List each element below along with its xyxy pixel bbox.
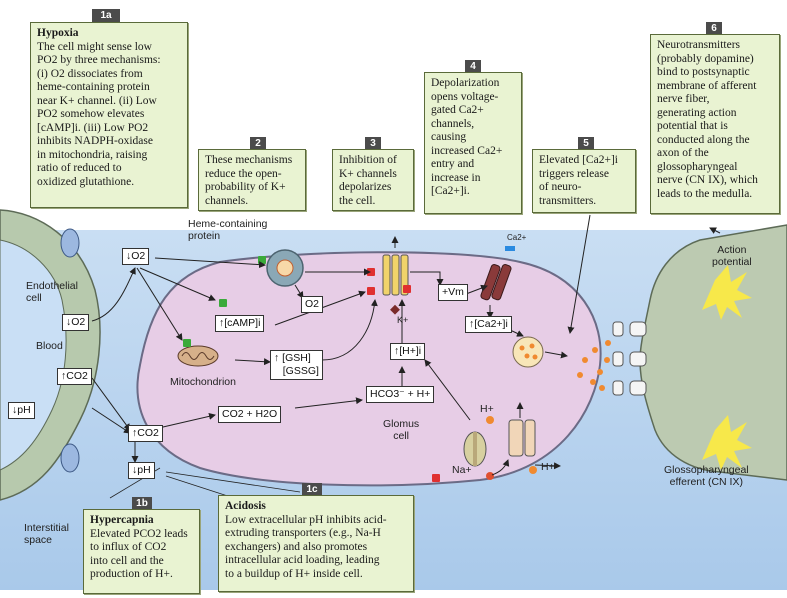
step-6-box: Neurotransmitters (probably dopamine) bi… [650, 34, 780, 214]
na-h-exchanger [463, 431, 487, 467]
o2-decrease-chip-top: ↓O2 [122, 248, 150, 265]
step-1a-tag: 1a [92, 9, 120, 22]
na-ion-label: Na+ [452, 464, 472, 476]
hypercapnia-title: Hypercapnia [90, 514, 154, 526]
step-3-text: Inhibition of K+ channels depolarizes th… [339, 154, 397, 207]
step-2-tag: 2 [250, 137, 266, 150]
proton-right [529, 466, 537, 474]
co2-increase-chip-blood: ↑CO2 [57, 368, 92, 385]
step-4-tag: 4 [465, 60, 481, 73]
h-ion-top-label: H+ [480, 403, 494, 415]
o2-decrease-chip-blood: ↓O2 [62, 314, 90, 331]
heme-protein-label: Heme-containing protein [188, 218, 268, 242]
step-4-box: Depolarization opens voltage- gated Ca2+… [424, 72, 522, 214]
endothelial-nucleus-bottom [60, 443, 80, 473]
step-3-box: Inhibition of K+ channels depolarizes th… [332, 149, 414, 211]
ph-decrease-chip-interstitial: ↓pH [128, 462, 155, 479]
hypoxia-box: Hypoxia The cell might sense low PO2 by … [30, 22, 188, 208]
endothelial-cell-label: Endothelial cell [26, 280, 78, 304]
synaptic-vesicle [512, 336, 544, 368]
camp-chip: ↑[cAMP]i [215, 315, 265, 332]
step-6-text: Neurotransmitters (probably dopamine) bi… [657, 39, 758, 200]
glomus-cell-label: Glomus cell [383, 418, 420, 442]
step-1b-tag: 1b [132, 497, 152, 510]
intracellular-ca-chip: ↑[Ca2+]i [465, 316, 512, 333]
hypoxia-text: The cell might sense low PO2 by three me… [37, 40, 161, 188]
step-2-box: These mechanisms reduce the open- probab… [198, 149, 306, 211]
hypoxia-title: Hypoxia [37, 27, 79, 39]
hypercapnia-text: Elevated PCO2 leads to influx of CO2 int… [90, 527, 188, 581]
acidosis-title: Acidosis [225, 500, 266, 512]
co2-h2o-chip: CO2 + H2O [218, 406, 282, 423]
step-4-text: Depolarization opens voltage- gated Ca2+… [431, 77, 503, 197]
intracellular-h-chip: ↑[H+]i [390, 343, 426, 360]
ca-ion-label: Ca2+ [507, 233, 527, 242]
interstitial-space-label: Interstitial space [24, 522, 69, 546]
acidosis-box: Acidosis Low extracellular pH inhibits a… [218, 495, 414, 592]
blood-label: Blood [36, 340, 63, 352]
step-2-text: These mechanisms reduce the open- probab… [205, 154, 293, 207]
step-1c-tag: 1c [302, 483, 322, 496]
step-3-tag: 3 [365, 137, 381, 150]
endothelial-nucleus-top [60, 228, 80, 258]
postsynaptic-receptors [612, 321, 647, 396]
k-ion-diamond [390, 304, 400, 315]
proton-top [486, 416, 494, 424]
action-potential-flash-top [702, 265, 752, 320]
step-6-tag: 6 [706, 22, 722, 35]
potassium-channel [382, 254, 409, 296]
calcium-ion-marker [505, 246, 515, 251]
hypercapnia-box: Hypercapnia Elevated PCO2 leads to influ… [83, 509, 200, 594]
step-5-tag: 5 [578, 137, 594, 150]
o2-chip-small: O2 [301, 296, 324, 313]
sodium-ion [486, 472, 494, 480]
action-potential-flash-bottom [702, 415, 752, 470]
co2-increase-chip-interstitial: ↑CO2 [128, 425, 163, 442]
membrane-voltage-chip: +Vm [438, 284, 468, 301]
ph-decrease-chip-blood: ↓pH [8, 402, 35, 419]
h-ion-right-label: H+ [541, 461, 555, 473]
mitochondrion-label: Mitochondrion [170, 376, 236, 388]
step-5-text: Elevated [Ca2+]i triggers release of neu… [539, 154, 618, 207]
hco3-h-chip: HCO3⁻ + H+ [366, 386, 435, 403]
action-potential-label: Action potential [712, 244, 752, 268]
k-ion-label: K+ [397, 315, 409, 325]
gsh-gssg-chip: ↑ [GSH] [GSSG] [270, 350, 323, 380]
glossopharyngeal-label: Glossopharyngeal efferent (CN IX) [664, 464, 749, 488]
step-5-box: Elevated [Ca2+]i triggers release of neu… [532, 149, 636, 213]
acidosis-text: Low extracellular pH inhibits acid- extr… [225, 513, 387, 580]
acid-transporter [508, 419, 536, 457]
neurotransmitter-dots [577, 340, 611, 391]
